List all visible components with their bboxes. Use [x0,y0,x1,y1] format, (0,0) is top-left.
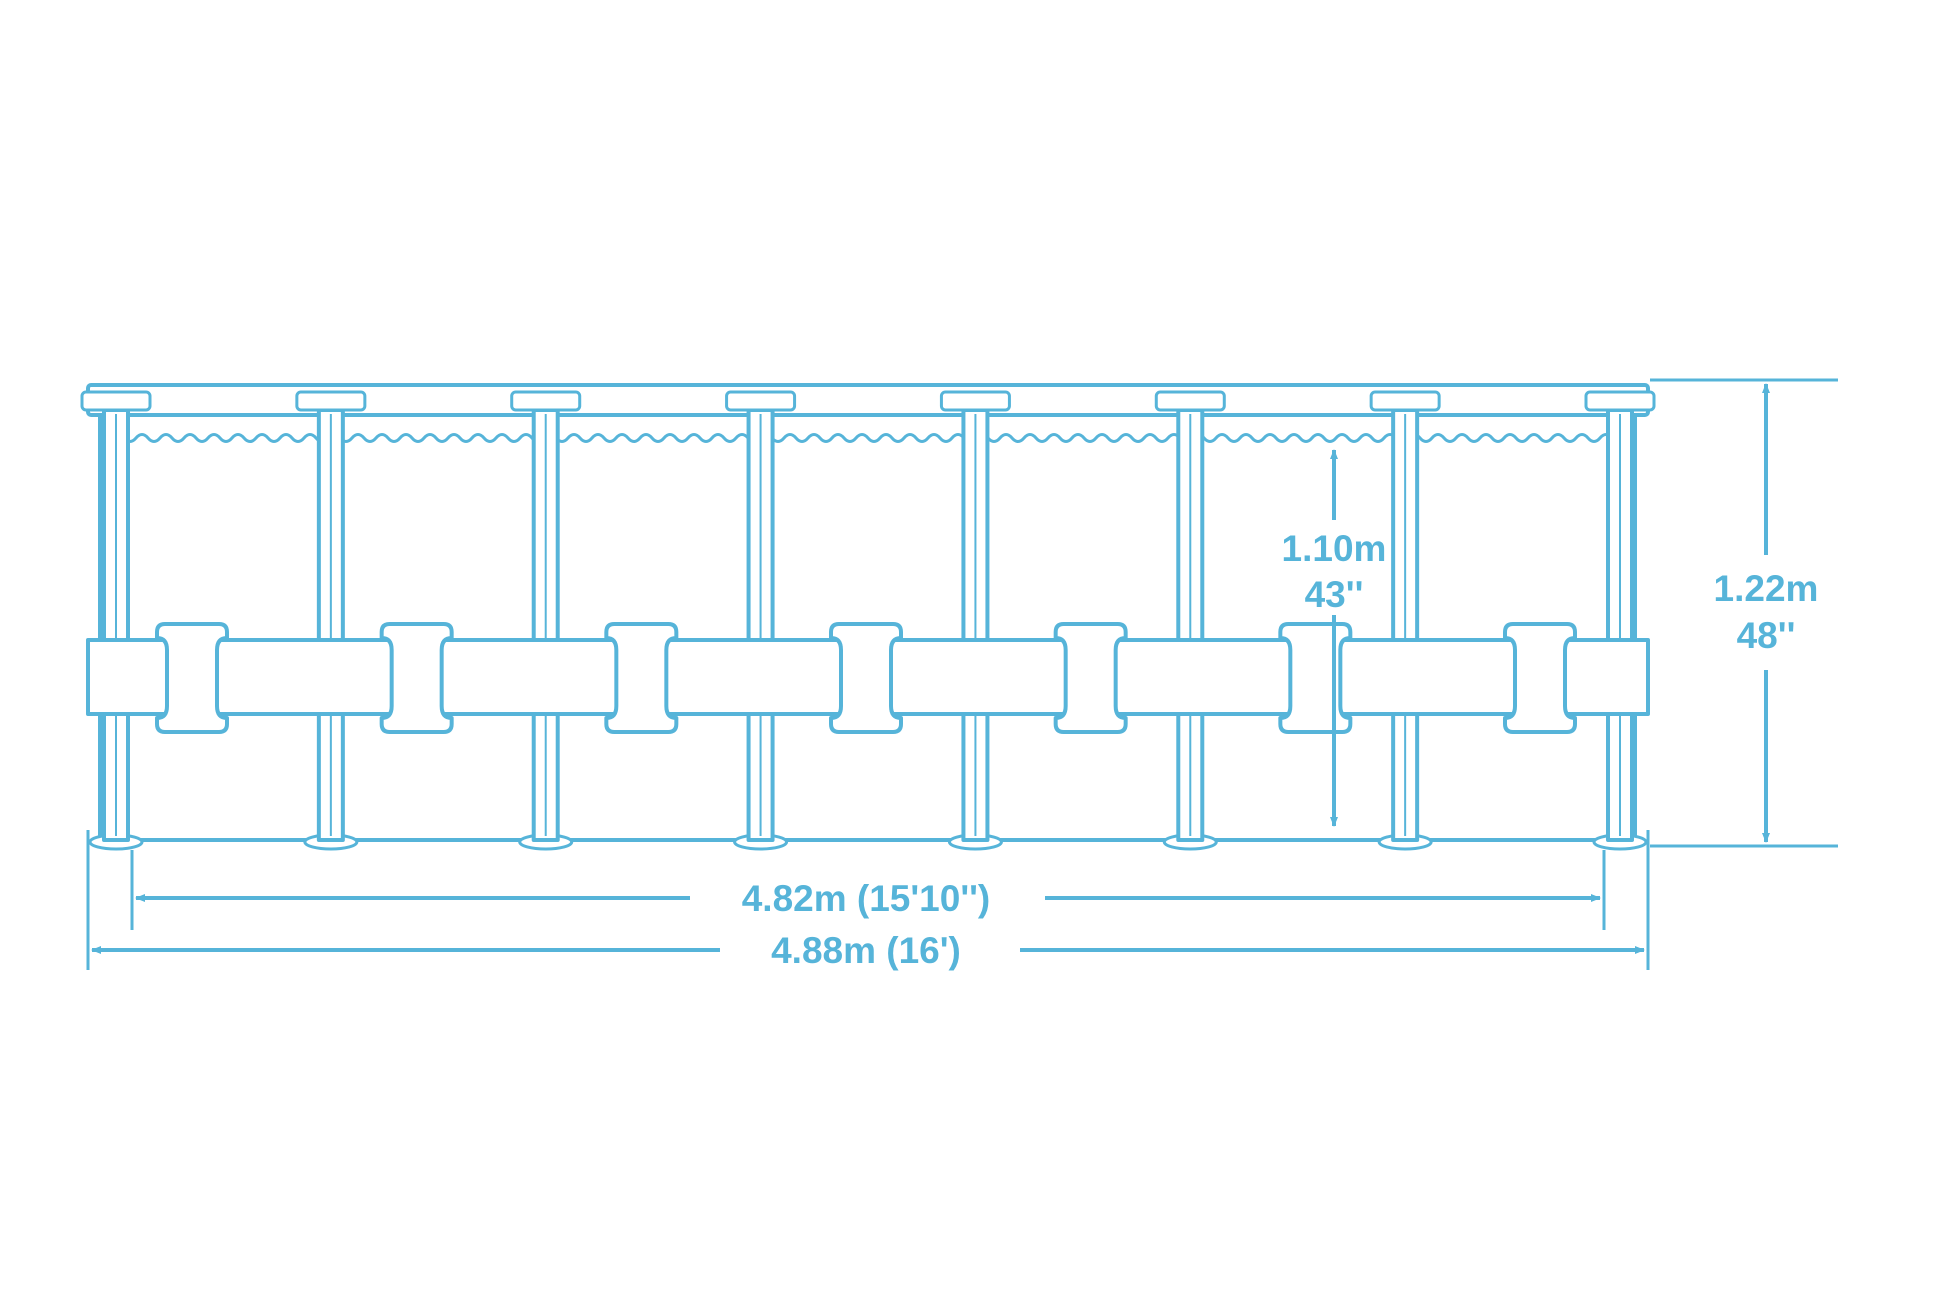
upright-leg [295,390,367,851]
belt-connector [604,622,679,734]
belt-connector [379,622,454,734]
upright-leg [1584,390,1656,851]
water-depth-metric-label: 1.10m [1282,528,1387,569]
water-line [110,433,1626,443]
pool-frame [80,383,1656,851]
upright-leg [939,390,1011,851]
upright-leg [725,390,797,851]
upright-leg [510,390,582,851]
outer-length-label: 4.88m (16') [771,930,961,971]
belt-connector [1053,622,1128,734]
dimension-lines [86,378,1838,970]
uprights [80,390,1656,851]
inner-length-label: 4.82m (15'10'') [742,878,991,919]
upright-leg [1369,390,1441,851]
upright-leg [1154,390,1226,851]
belt-connector [1278,622,1353,734]
upright-leg [80,390,152,851]
wall-height-imperial-label: 48'' [1737,615,1796,656]
belt-connector [155,622,229,734]
wall-height-metric-label: 1.22m [1714,568,1819,609]
belt-connector [829,622,903,734]
belt-connector [1503,622,1577,734]
belt-connectors [155,622,1577,734]
water-depth-imperial-label: 43'' [1305,574,1364,615]
